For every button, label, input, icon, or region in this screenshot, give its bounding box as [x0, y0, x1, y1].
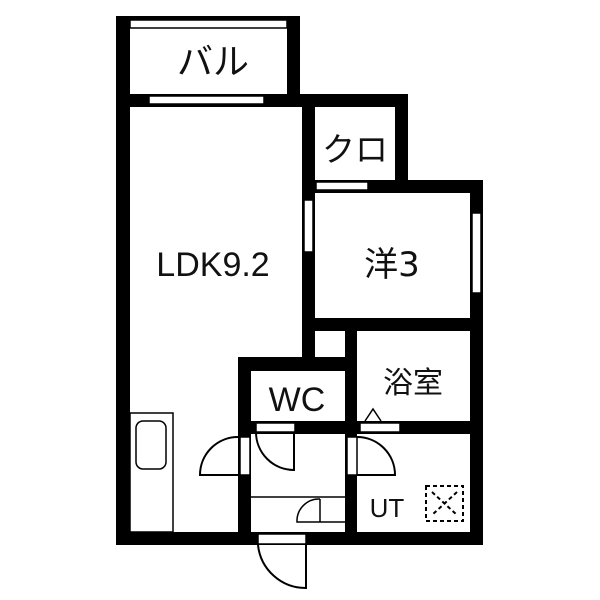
fixtures: [129, 407, 464, 533]
room-label-toilet: WC: [269, 381, 326, 419]
window-icon: [303, 199, 314, 253]
window-icon: [257, 533, 307, 545]
washing-machine-pan-icon: [425, 485, 464, 522]
door-swing-icon: [257, 544, 307, 590]
door-swing-icon: [356, 436, 397, 476]
window-icon: [255, 422, 296, 433]
room-label-bathroom: 浴室: [383, 366, 443, 401]
windows: [129, 19, 482, 545]
window-icon: [129, 19, 288, 29]
room-label-western-room: 洋3: [364, 245, 420, 285]
window-icon: [359, 422, 401, 433]
window-icon: [239, 436, 251, 476]
door-swing-icon: [198, 436, 239, 476]
window-icon: [346, 436, 358, 476]
kitchen-sink-icon: [135, 420, 167, 470]
step-triangle-icon: [364, 407, 382, 422]
doors: [198, 431, 397, 590]
room-label-balcony: バル: [177, 42, 249, 83]
window-icon: [471, 212, 482, 294]
room-label-utility: UT: [370, 493, 405, 523]
door-swing-icon: [296, 498, 345, 523]
kitchen-counter: [129, 412, 174, 533]
room-label-ldk: LDK9.2: [156, 246, 269, 284]
window-icon: [148, 95, 265, 105]
door-swing-icon: [255, 431, 295, 472]
window-icon: [315, 181, 369, 191]
room-labels: バル LDK9.2 クロ 洋3 浴室 WC UT: [156, 42, 443, 523]
room-label-closet: クロ: [322, 130, 388, 169]
